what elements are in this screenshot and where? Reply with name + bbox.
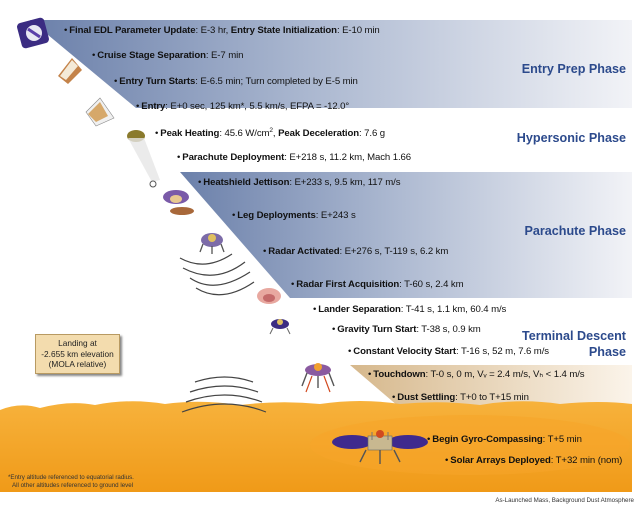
heatshield-icon xyxy=(170,207,194,215)
landing-elevation-note: Landing at -2.655 km elevation (MOLA rel… xyxy=(35,334,120,374)
event-solar-arrays-deployed: •Solar Arrays Deployed: T+32 min (nom) xyxy=(445,455,623,466)
aeroshell-icon-1 xyxy=(58,58,82,84)
radar-acquisition-lander-icon xyxy=(257,288,281,304)
radar-waves-lower xyxy=(181,376,267,413)
event-constant-velocity-start: •Constant Velocity Start: T-16 s, 52 m, … xyxy=(348,346,549,357)
aeroshell-icon-2 xyxy=(85,97,115,127)
event-lander-separation: •Lander Separation: T-41 s, 1.1 km, 60.4… xyxy=(313,304,507,315)
lander-legs-icon xyxy=(199,233,225,254)
lander-separation-icon xyxy=(269,319,291,335)
event-final-edl-update: •Final EDL Parameter Update: E-3 hr, Ent… xyxy=(64,25,380,36)
event-dust-settling: •Dust Settling: T+0 to T+15 min xyxy=(392,392,529,403)
event-radar-first-acquisition: •Radar First Acquisition: T-60 s, 2.4 km xyxy=(291,279,464,290)
diagram-caption: As-Launched Mass, Background Dust Atmosp… xyxy=(495,497,634,504)
event-entry: •Entry: E+0 sec, 125 km*, 5.5 km/s, EFPA… xyxy=(136,101,350,112)
event-cruise-stage-separation: •Cruise Stage Separation: E-7 min xyxy=(92,50,244,61)
event-parachute-deployment: •Parachute Deployment: E+218 s, 11.2 km,… xyxy=(177,152,412,163)
event-peak-heating: •Peak Heating: 45.6 W/cm2, Peak Decelera… xyxy=(155,127,385,140)
deployed-lander-icon xyxy=(332,430,428,464)
parachute-capsule-icon xyxy=(149,180,157,188)
entry-prep-band xyxy=(30,20,632,108)
peak-heating-capsule-icon xyxy=(127,130,160,182)
altitude-footnote: *Entry altitude referenced to equatorial… xyxy=(8,474,134,489)
phase-hypersonic: Hypersonic Phase xyxy=(516,131,626,145)
phase-entry-prep: Entry Prep Phase xyxy=(521,62,626,76)
hypersonic-band xyxy=(136,108,632,172)
event-heatshield-jettison: •Heatshield Jettison: E+233 s, 9.5 km, 1… xyxy=(198,177,401,188)
event-radar-activated: •Radar Activated: E+276 s, T-119 s, 6.2 … xyxy=(263,246,449,257)
event-gravity-turn-start: •Gravity Turn Start: T-38 s, 0.9 km xyxy=(332,324,481,335)
backshell-lander-icon xyxy=(163,190,189,204)
event-touchdown: •Touchdown: T-0 s, 0 m, Vᵥ = 2.4 m/s, Vₕ… xyxy=(368,369,585,380)
constant-velocity-lander-icon xyxy=(301,363,335,393)
parachute-band xyxy=(180,172,632,298)
phase-parachute: Parachute Phase xyxy=(524,224,626,238)
radar-waves-upper xyxy=(179,253,255,296)
event-begin-gyro-compassing: •Begin Gyro-Compassing: T+5 min xyxy=(427,434,582,445)
event-entry-turn-starts: •Entry Turn Starts: E-6.5 min; Turn comp… xyxy=(114,76,358,87)
cruise-stage-icon xyxy=(17,17,49,49)
event-leg-deployments: •Leg Deployments: E+243 s xyxy=(232,210,356,221)
